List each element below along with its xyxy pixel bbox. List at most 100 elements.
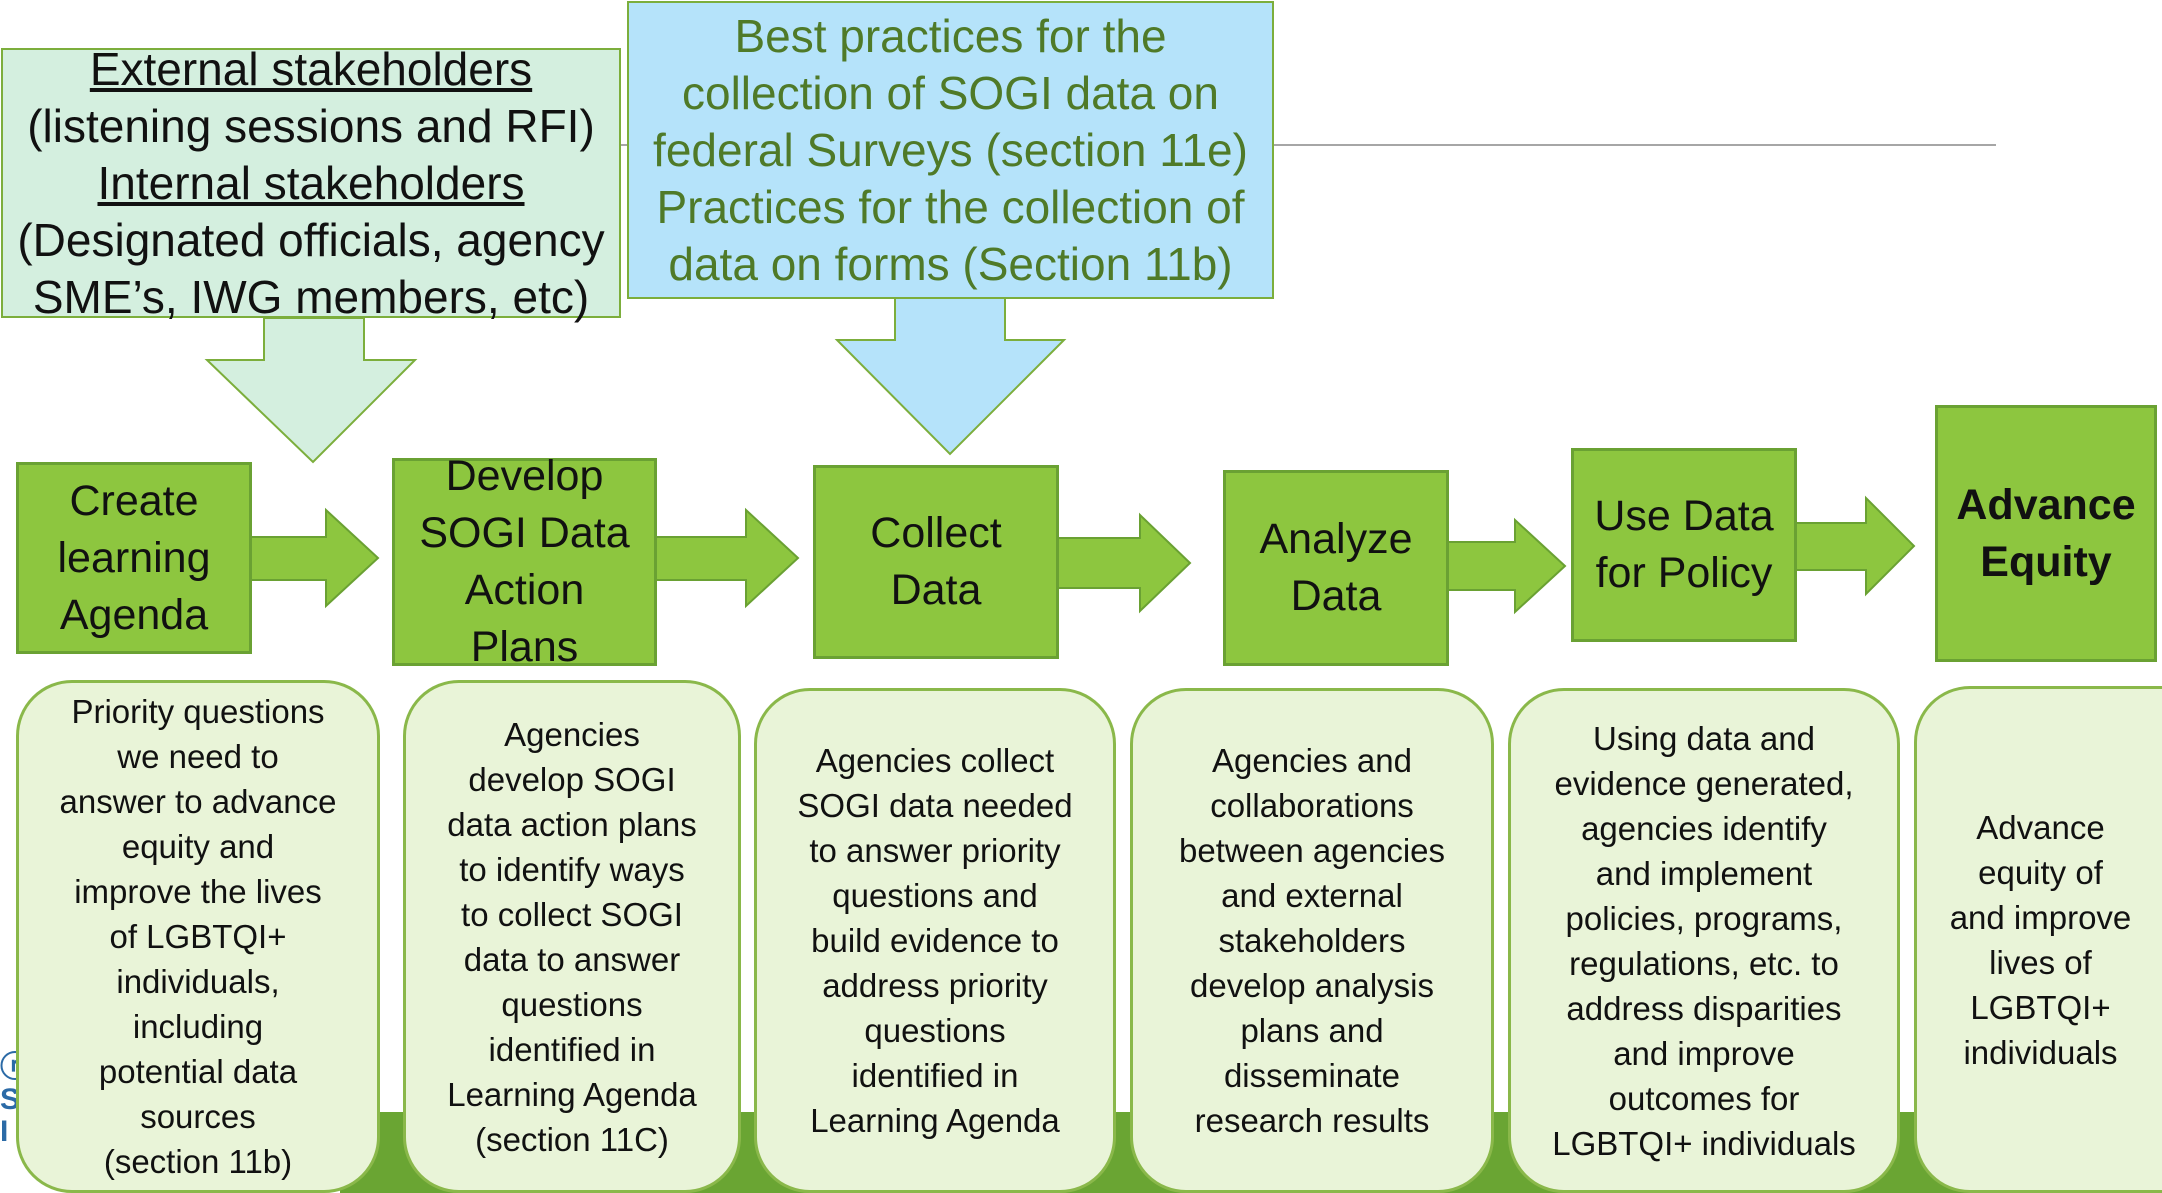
practices-line: federal Surveys (section 11e) [653,123,1248,176]
description-line: LGBTQI+ individuals [1552,1124,1856,1162]
right-arrow-icon [1056,512,1192,614]
practices-line: Best practices for the [734,9,1167,62]
description-use-data-for-policy: Using data and evidence generated, agenc… [1508,688,1900,1193]
description-line: and improve [1949,898,2132,936]
description-line: SOGI data needed [797,787,1073,824]
step-label: Collect [870,509,1002,557]
description-line: questions and [832,877,1038,914]
description-line: questions [864,1012,1006,1049]
step-label: Data [1290,572,1382,620]
step-label: for Policy [1595,549,1773,597]
description-line: and improve [1613,1034,1795,1072]
description-line: including [132,1008,264,1045]
step-label: Use Data [1594,492,1774,540]
right-arrow-icon [247,507,380,609]
step-develop-action-plans: Develop SOGI Data Action Plans [392,452,657,671]
description-line: improve the lives [74,873,322,910]
description-line: equity and [121,828,275,865]
step-label: Analyze [1259,515,1413,563]
description-line: lives of [1989,943,2092,981]
description-line: (section 11C) [475,1120,669,1158]
practices-line: data on forms (Section 11b) [668,237,1233,290]
down-arrow-icon [834,297,1067,456]
right-arrow-icon [1445,517,1567,615]
internal-stakeholders-detail: SME’s, IWG members, etc) [32,270,590,323]
description-line: of LGBTQI+ [109,918,287,955]
step-advance-equity: Advance Equity [1935,405,2157,662]
description-line: between agencies [1178,832,1446,869]
step-label: Data [890,566,982,614]
step-label: Advance [1956,480,2136,529]
description-line: Advance [1976,808,2105,846]
internal-stakeholders-heading: Internal stakeholders [97,156,525,209]
description-line: data to answer [463,940,681,978]
step-label: Equity [1980,537,2112,586]
step-label: Develop [445,452,604,500]
description-line: disseminate [1223,1057,1401,1094]
description-line: to identify ways [459,850,685,888]
description-analyze-data: Agencies and collaborations between agen… [1130,688,1494,1193]
description-line: research results [1194,1102,1430,1139]
description-line: evidence generated, [1554,764,1854,802]
description-line: individuals [1963,1033,2118,1071]
description-line: and implement [1595,854,1813,892]
description-line: build evidence to [811,922,1059,959]
right-arrow-icon [652,507,800,609]
description-line: regulations, etc. to [1569,944,1839,982]
description-line: Learning Agenda [447,1075,697,1113]
description-line: plans and [1240,1012,1384,1049]
description-collect-data: Agencies collect SOGI data needed to ans… [754,688,1116,1193]
description-line: identified in [851,1057,1019,1094]
right-arrow-icon [1793,495,1916,597]
description-line: identified in [488,1030,656,1068]
step-label: Agenda [59,590,209,639]
description-line: agencies identify [1581,809,1827,847]
step-collect-data: Collect Data [813,465,1059,659]
practices-callout: Best practices for the collection of SOG… [627,1,1274,299]
practices-line: collection of SOGI data on [682,66,1219,119]
description-line: develop SOGI [468,760,676,798]
description-line: Learning Agenda [810,1102,1060,1139]
step-label: Action [464,566,585,614]
description-line: Agencies collect [815,742,1055,779]
step-analyze-data: Analyze Data [1223,470,1449,666]
description-create-learning-agenda: Priority questions we need to answer to … [16,680,380,1193]
external-stakeholders-detail: (listening sessions and RFI) [27,99,595,152]
description-line: sources [140,1098,256,1135]
practices-line: Practices for the collection of [656,180,1245,233]
description-line: outcomes for [1608,1079,1800,1117]
description-line: address disparities [1566,989,1842,1027]
description-line: to collect SOGI [461,895,683,933]
description-develop-action-plans: Agencies develop SOGI data action plans … [403,680,741,1193]
description-line: stakeholders [1218,922,1406,959]
description-line: equity of [1978,853,2103,891]
down-arrow-icon [204,317,418,464]
step-use-data-for-policy: Use Data for Policy [1571,448,1797,642]
description-line: policies, programs, [1565,899,1843,937]
step-label: SOGI Data [419,509,630,557]
description-line: we need to [117,738,279,775]
description-line: individuals, [116,963,280,1000]
description-line: data action plans [447,805,697,843]
description-line: Priority questions [71,693,325,730]
description-line: address priority [822,967,1048,1004]
stakeholders-callout: External stakeholders (listening session… [1,43,621,323]
step-label: Create [69,476,199,525]
description-line: Agencies and [1212,742,1412,779]
step-label: Plans [470,623,579,671]
step-create-learning-agenda: Create learning Agenda [16,462,252,654]
internal-stakeholders-detail: (Designated officials, agency [17,213,605,266]
description-line: to answer priority [809,832,1061,869]
description-advance-equity: Advance equity of and improve lives of L… [1914,686,2162,1193]
description-line: Agencies [504,715,640,753]
description-line: LGBTQI+ [1970,988,2111,1026]
description-line: potential data [98,1053,298,1090]
description-line: answer to advance [59,783,337,820]
description-line: collaborations [1210,787,1414,824]
external-stakeholders-heading: External stakeholders [89,42,533,95]
description-line: Using data and [1593,719,1815,757]
description-line: questions [501,985,643,1023]
description-line: develop analysis [1190,967,1434,1004]
description-line: (section 11b) [103,1143,293,1180]
